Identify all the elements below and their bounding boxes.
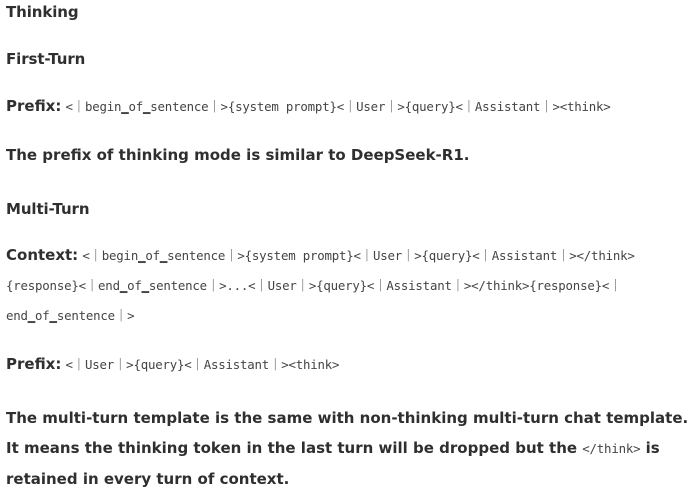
multi-turn-note-text-1: The multi-turn template is the same with… bbox=[6, 409, 689, 457]
context-code-2: {response}<｜end▁of▁sentence｜>...<｜User｜>… bbox=[6, 278, 622, 293]
multi-turn-note: The multi-turn template is the same with… bbox=[6, 403, 698, 494]
first-turn-prefix-line: Prefix: <｜begin▁of▁sentence｜>{system pro… bbox=[6, 97, 611, 115]
heading-thinking: Thinking bbox=[6, 3, 79, 21]
context-line-2: {response}<｜end▁of▁sentence｜>...<｜User｜>… bbox=[6, 276, 622, 294]
heading-multi-turn: Multi-Turn bbox=[6, 200, 90, 218]
prefix-label: Prefix: bbox=[6, 355, 62, 373]
first-turn-note: The prefix of thinking mode is similar t… bbox=[6, 146, 470, 164]
first-turn-prefix-code: <｜begin▁of▁sentence｜>{system prompt}<｜Us… bbox=[65, 99, 611, 114]
context-code-1: <｜begin▁of▁sentence｜>{system prompt}<｜Us… bbox=[82, 248, 635, 263]
context-code-3: end▁of▁sentence｜> bbox=[6, 308, 135, 323]
context-line-1: Context: <｜begin▁of▁sentence｜>{system pr… bbox=[6, 246, 635, 264]
context-label: Context: bbox=[6, 246, 79, 264]
heading-first-turn: First-Turn bbox=[6, 50, 86, 68]
multi-turn-prefix-code: <｜User｜>{query}<｜Assistant｜><think> bbox=[65, 357, 340, 372]
context-line-3: end▁of▁sentence｜> bbox=[6, 306, 135, 324]
multi-turn-prefix-line: Prefix: <｜User｜>{query}<｜Assistant｜><thi… bbox=[6, 355, 340, 373]
think-close-tag-code: </think> bbox=[582, 441, 641, 456]
prefix-label: Prefix: bbox=[6, 97, 62, 115]
multi-turn-note-text-2: is retained in every turn of context. bbox=[6, 439, 660, 488]
